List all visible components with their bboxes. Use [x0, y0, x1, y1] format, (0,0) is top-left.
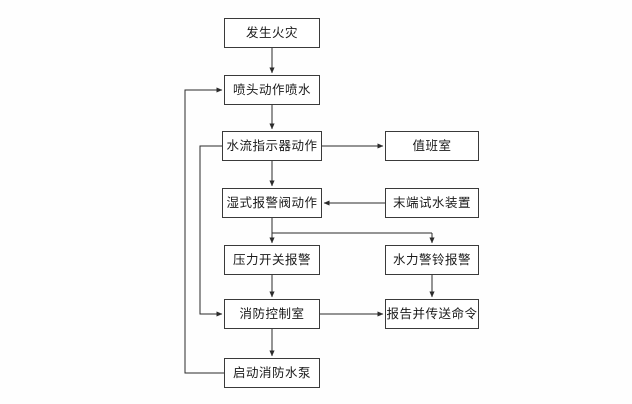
- node-pressure-switch-alarm[interactable]: 压力开关报警: [224, 245, 320, 275]
- node-duty-room[interactable]: 值班室: [385, 131, 479, 161]
- node-water-bell-alarm[interactable]: 水力警铃报警: [385, 245, 479, 275]
- node-pressure-switch-alarm-label: 压力开关报警: [232, 251, 311, 267]
- node-water-bell-alarm-label: 水力警铃报警: [392, 251, 471, 267]
- node-start-fire-pump[interactable]: 启动消防水泵: [224, 358, 320, 388]
- node-fire-control-room-label: 消防控制室: [239, 305, 305, 321]
- node-fire[interactable]: 发生火灾: [224, 18, 320, 48]
- node-start-fire-pump-label: 启动消防水泵: [232, 364, 311, 380]
- edge-feedback-start-pump-to-sprinkler: [184, 87, 224, 374]
- node-report-and-transmit-command[interactable]: 报告并传送命令: [385, 299, 479, 329]
- node-wet-alarm-valve[interactable]: 湿式报警阀动作: [222, 188, 322, 218]
- node-sprinkler-activates[interactable]: 喷头动作喷水: [224, 75, 320, 105]
- node-duty-room-label: 值班室: [412, 137, 452, 153]
- node-sprinkler-activates-label: 喷头动作喷水: [232, 81, 311, 97]
- node-end-test-device-label: 末端试水装置: [392, 194, 471, 210]
- node-report-and-transmit-command-label: 报告并传送命令: [386, 305, 478, 321]
- edge-feedback-flow-indicator-to-control-room: [199, 145, 223, 317]
- node-water-flow-indicator[interactable]: 水流指示器动作: [222, 131, 322, 161]
- node-water-flow-indicator-label: 水流指示器动作: [226, 137, 318, 153]
- node-fire-label: 发生火灾: [245, 24, 298, 40]
- node-end-test-device[interactable]: 末端试水装置: [385, 188, 479, 218]
- node-fire-control-room[interactable]: 消防控制室: [224, 299, 320, 329]
- node-wet-alarm-valve-label: 湿式报警阀动作: [226, 194, 318, 210]
